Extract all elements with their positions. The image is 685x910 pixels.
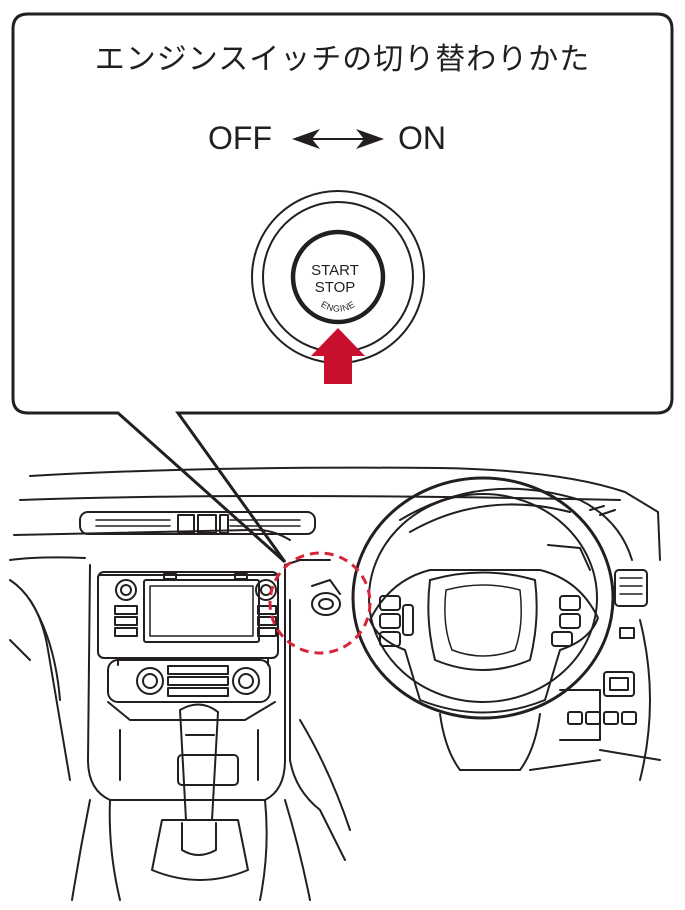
button-start-label: START [311,262,359,279]
off-label: OFF [208,120,272,156]
ignition-highlight-circle [268,551,372,655]
engine-arc-label: ENGINE [319,299,357,314]
button-stop-label: STOP [314,279,356,296]
up-arrow-icon [311,328,365,384]
on-label: ON [398,120,446,156]
diagram-title: エンジンスイッチの切り替わりかた [94,42,591,77]
dashboard-illustration [9,466,661,901]
